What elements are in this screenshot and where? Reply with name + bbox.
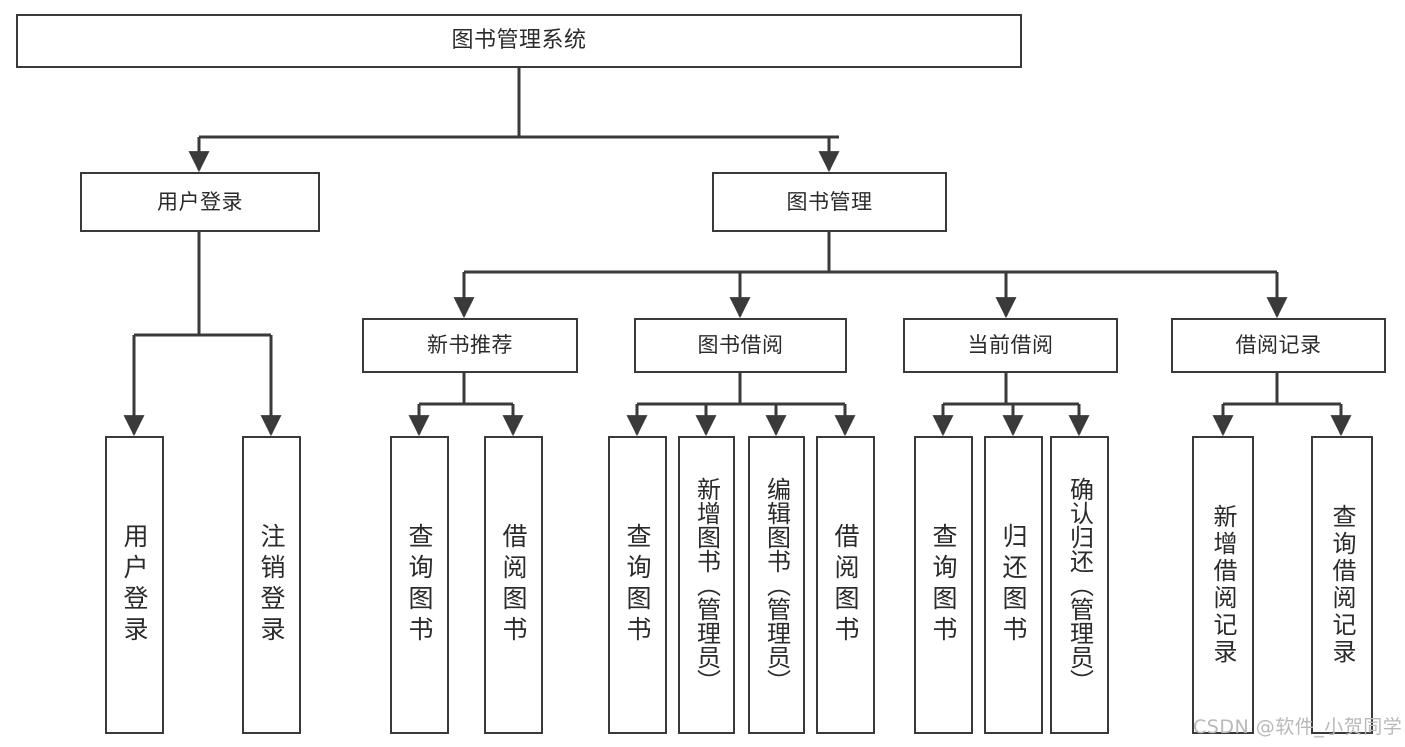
leaf-nb-query-book-label: 查询图书	[405, 523, 434, 647]
node-user-login-label: 用户登录	[157, 189, 243, 214]
node-current-borrow-label: 当前借阅	[967, 333, 1054, 358]
node-book-manage[interactable]: 图书管理	[712, 172, 947, 232]
node-root[interactable]: 图书管理系统	[16, 14, 1022, 68]
leaf-cb-query-book-label: 查询图书	[929, 523, 958, 647]
leaf-br-query-record-label: 查询借阅记录	[1328, 504, 1356, 666]
leaf-br-add-record-label: 新增借阅记录	[1209, 504, 1237, 666]
leaf-bb-query-book[interactable]: 查询图书	[608, 436, 667, 734]
leaf-cb-return-book-label: 归还图书	[999, 523, 1028, 647]
leaf-br-query-record[interactable]: 查询借阅记录	[1311, 436, 1373, 734]
leaf-logout[interactable]: 注销登录	[242, 436, 301, 734]
node-borrow-record[interactable]: 借阅记录	[1171, 318, 1386, 373]
leaf-bb-edit-book-admin[interactable]: 编辑图书（管理员）	[748, 436, 805, 734]
node-user-login[interactable]: 用户登录	[80, 172, 320, 232]
node-book-borrow-label: 图书借阅	[697, 333, 784, 358]
leaf-nb-borrow-book[interactable]: 借阅图书	[484, 436, 543, 734]
watermark-text: CSDN @软件_小贺同学	[1193, 716, 1403, 738]
leaf-bb-edit-book-admin-label: 编辑图书（管理员）	[762, 477, 791, 693]
node-new-book-recommend[interactable]: 新书推荐	[362, 318, 578, 373]
leaf-cb-return-book[interactable]: 归还图书	[984, 436, 1043, 734]
leaf-logout-label: 注销登录	[257, 523, 286, 647]
node-book-manage-label: 图书管理	[786, 189, 873, 214]
leaf-cb-query-book[interactable]: 查询图书	[914, 436, 973, 734]
node-new-book-recommend-label: 新书推荐	[427, 333, 513, 358]
leaf-user-login-label: 用户登录	[120, 523, 149, 647]
leaf-nb-query-book[interactable]: 查询图书	[390, 436, 449, 734]
node-borrow-record-label: 借阅记录	[1235, 333, 1322, 358]
leaf-bb-query-book-label: 查询图书	[623, 523, 652, 647]
node-root-label: 图书管理系统	[451, 28, 587, 54]
node-current-borrow[interactable]: 当前借阅	[903, 318, 1118, 373]
leaf-bb-add-book-admin-label: 新增图书（管理员）	[692, 477, 721, 693]
leaf-cb-confirm-return-admin[interactable]: 确认归还（管理员）	[1050, 436, 1109, 734]
leaf-bb-add-book-admin[interactable]: 新增图书（管理员）	[678, 436, 735, 734]
node-book-borrow[interactable]: 图书借阅	[634, 318, 847, 373]
leaf-user-login[interactable]: 用户登录	[105, 436, 164, 734]
leaf-bb-borrow-book[interactable]: 借阅图书	[816, 436, 875, 734]
leaf-cb-confirm-return-admin-label: 确认归还（管理员）	[1065, 477, 1094, 693]
leaf-bb-borrow-book-label: 借阅图书	[831, 523, 860, 647]
leaf-br-add-record[interactable]: 新增借阅记录	[1192, 436, 1254, 734]
leaf-nb-borrow-book-label: 借阅图书	[499, 523, 528, 647]
